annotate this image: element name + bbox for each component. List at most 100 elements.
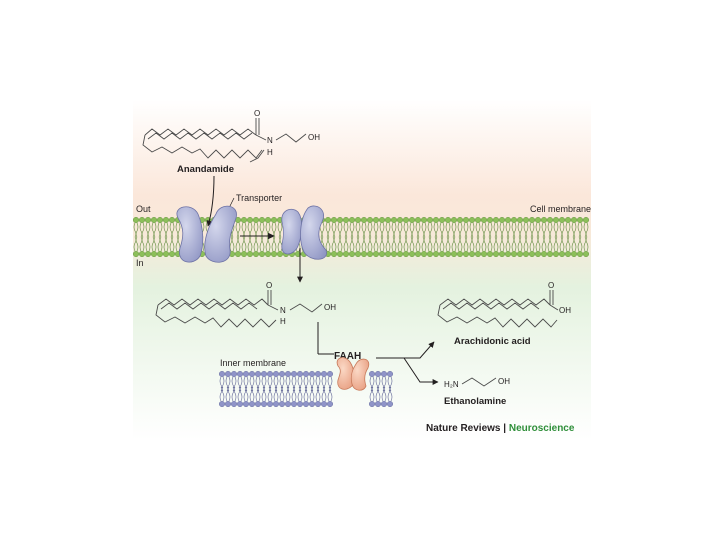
lipid-tail: [297, 386, 301, 402]
lipid-head: [367, 250, 374, 257]
lipid-tail: [379, 236, 383, 252]
journal-field: Neuroscience: [508, 423, 575, 434]
amide-nitrogen-label-top: N: [267, 136, 273, 145]
lipid-tail: [299, 386, 303, 402]
lipid-head: [261, 371, 268, 378]
lipid-head: [331, 250, 338, 257]
lipid-head: [252, 250, 259, 257]
lipid-tail: [421, 222, 425, 238]
lipid-head: [309, 401, 316, 408]
lipid-tail: [415, 222, 419, 238]
lipid-head: [291, 371, 298, 378]
lipid-head: [156, 216, 163, 223]
lipid-head: [331, 216, 338, 223]
lipid-tail: [387, 236, 391, 252]
lipid-tail: [253, 236, 257, 252]
lipid-tail: [249, 222, 253, 238]
lipid-head: [234, 250, 241, 257]
lipid-head: [469, 250, 476, 257]
lipid-head: [144, 216, 151, 223]
lipid-tail: [499, 236, 503, 252]
lipid-head: [475, 216, 482, 223]
lipid-tail: [377, 386, 381, 402]
lipid-tail: [375, 236, 379, 252]
lipid-tail: [147, 236, 151, 252]
lipid-tail: [397, 236, 401, 252]
lipid-head: [517, 250, 524, 257]
lipid-tail: [427, 222, 431, 238]
lipid-tail: [221, 386, 225, 402]
lipid-tail: [237, 386, 241, 402]
lipid-tail: [465, 222, 469, 238]
inner-membrane-label: Inner membrane: [220, 358, 286, 368]
lipid-head: [369, 401, 376, 408]
lipid-tail: [243, 236, 247, 252]
anandamide-structure-top: [142, 118, 307, 163]
lipid-tail: [435, 222, 439, 238]
lipid-tail: [241, 236, 245, 252]
lipid-tail: [391, 236, 395, 252]
lipid-tail: [457, 222, 461, 238]
lipid-head: [315, 401, 322, 408]
lipid-tail: [559, 222, 563, 238]
lipid-tail: [321, 222, 325, 238]
lipid-head: [553, 250, 560, 257]
lipid-head: [505, 250, 512, 257]
lipid-head: [337, 250, 344, 257]
lipid-head: [277, 250, 284, 257]
lipid-head: [385, 250, 392, 257]
lipid-tail: [325, 222, 329, 238]
lipid-tail: [517, 222, 521, 238]
lipid-tail: [317, 386, 321, 402]
lipid-tail: [421, 236, 425, 252]
lipid-head: [246, 250, 253, 257]
lipid-head: [481, 216, 488, 223]
lipid-tail: [577, 236, 581, 252]
lipid-tail: [343, 236, 347, 252]
lipid-tail: [247, 236, 251, 252]
lipid-tail: [247, 222, 251, 238]
lipid-head: [361, 216, 368, 223]
lipid-tail: [281, 386, 285, 402]
lipid-head: [565, 216, 572, 223]
lipid-tail: [243, 386, 247, 402]
lipid-head: [271, 250, 278, 257]
lipid-tail: [277, 222, 281, 238]
lipid-tail: [235, 222, 239, 238]
lipid-head: [415, 216, 422, 223]
lipid-tail: [351, 222, 355, 238]
lipid-tail: [383, 386, 387, 402]
lipid-head: [469, 216, 476, 223]
lipid-tail: [151, 236, 155, 252]
lipid-head: [367, 216, 374, 223]
lipid-tail: [177, 222, 181, 238]
lipid-tail: [381, 236, 385, 252]
lipid-head: [291, 401, 298, 408]
lipid-tail: [153, 236, 157, 252]
lipid-tail: [239, 386, 243, 402]
lipid-tail: [397, 222, 401, 238]
lipid-head: [144, 250, 151, 257]
lipid-tail: [139, 222, 143, 238]
figure-credit: Nature Reviews | Neuroscience: [426, 423, 574, 434]
lipid-tail: [175, 236, 179, 252]
lipid-tail: [423, 236, 427, 252]
lipid-tail: [315, 386, 319, 402]
lipid-tail: [165, 222, 169, 238]
lipid-tail: [535, 222, 539, 238]
lipid-tail: [417, 236, 421, 252]
lipid-head: [529, 216, 536, 223]
lipid-head: [379, 250, 386, 257]
lipid-head: [427, 250, 434, 257]
lipid-tail: [261, 236, 265, 252]
lipid-tail: [243, 222, 247, 238]
ethanolamine-label: Ethanolamine: [444, 396, 506, 407]
lipid-tail: [159, 236, 163, 252]
lipid-tail: [511, 222, 515, 238]
lipid-tail: [463, 222, 467, 238]
lipid-tail: [499, 222, 503, 238]
lipid-tail: [549, 222, 553, 238]
lipid-tail: [417, 222, 421, 238]
lipid-head: [295, 250, 302, 257]
acid-oxygen-label: O: [548, 281, 554, 290]
